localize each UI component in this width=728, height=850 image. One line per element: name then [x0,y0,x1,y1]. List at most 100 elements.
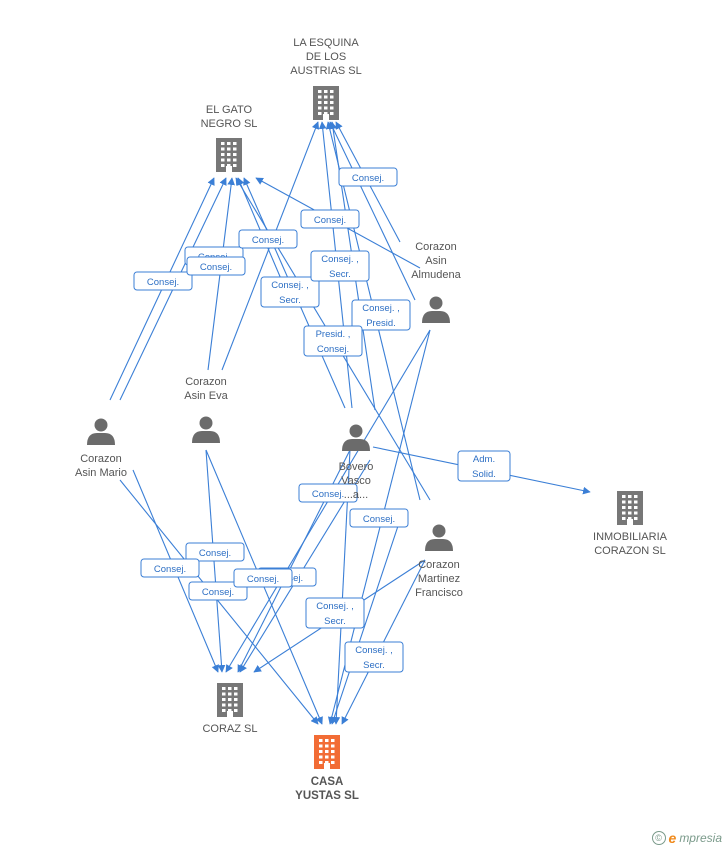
building-window [325,755,329,759]
building-window [228,703,232,707]
person-head [94,418,108,432]
building-window [628,511,632,515]
edge-label-text: Consej. , [271,280,309,291]
node-label-line: Corazon [418,559,460,571]
building-window [331,750,335,753]
building-window [227,147,231,151]
edge-role-label: Consej. [298,483,358,503]
edge-label-box [349,508,409,528]
brand-initial: e [668,830,677,846]
edge-label-box [260,276,320,308]
building-window [325,744,329,748]
node-label-line: Vasco [341,475,371,487]
building-window [325,750,329,753]
building-window [331,739,335,742]
node-label-line: Corazon [185,376,227,388]
node-label-line: Corazon [415,241,457,253]
edge-role-label: Consej. [133,271,193,291]
person-head [199,416,213,430]
copyright-icon: © [651,831,666,845]
building-door [323,114,329,120]
building-window [319,755,323,759]
person-icon [342,424,370,451]
edge-label-box [457,450,511,482]
edge-role-label: Consej. ,Secr. [310,250,370,282]
building-window [330,106,334,110]
building-window [227,142,231,145]
building-window [222,687,226,690]
person-body [87,433,115,445]
edge-label-box [351,299,411,331]
building-window [324,112,328,115]
edge-label-box [305,597,365,629]
node-label-line: Asin Eva [184,390,228,402]
edge-line [119,479,319,725]
building-window [227,164,231,167]
person-icon [192,416,220,443]
building-window [324,90,328,93]
building-door [627,519,633,525]
building-window [319,750,323,753]
node-label-line: Bovero [339,461,374,473]
node-label-line: Asin Mario [75,467,127,479]
edge-role-label: Consej. [188,581,248,601]
building-window [228,687,232,690]
building-window [228,709,232,712]
building-window [227,158,231,162]
building-window [628,506,632,509]
building-window [234,709,238,712]
edge-label-box [298,483,358,503]
edge-label-text: Consej. [312,489,344,500]
building-window [330,112,334,115]
person-body [425,539,453,551]
building-window [331,761,335,764]
node-label-line: Corazon [80,453,122,465]
edge-label-text: Secr. [279,295,301,306]
person-icon [87,418,115,445]
brand-name: mpresia [679,831,722,845]
edge-line [329,121,416,301]
edge-role-label: Consej. ,Secr. [344,641,404,673]
building-icon [313,86,339,120]
edge-role-label: Consej. [300,209,360,229]
edge-labels-layer: Consej.Consej.Consej.Consej.Consej.Conse… [133,167,511,673]
building-window [319,761,323,764]
edge-role-label: Consej. [349,508,409,528]
person-head [349,424,363,438]
building-window [318,95,322,99]
edge-label-box [344,641,404,673]
node-label-line: AUSTRIAS SL [290,65,362,77]
edge-label-text: Consej. [147,277,179,288]
node-label-line: YUSTAS SL [295,790,359,802]
edge-role-label: Consej. [233,568,293,588]
building-window [319,744,323,748]
edge-label-box [186,256,246,276]
edge-role-label: Consej. [238,229,298,249]
node-coraz[interactable]: CORAZ SL [202,683,258,735]
building-window [228,692,232,696]
person-icon [425,524,453,551]
building-window [233,153,237,156]
node-label-line: CORAZON SL [594,545,666,557]
building-window [234,692,238,696]
building-door [227,711,233,717]
edge-label-box [338,167,398,187]
edge-label-text: Consej. , [362,303,400,314]
node-label-line: Asin [425,255,446,267]
building-window [628,500,632,504]
node-bovero[interactable]: BoveroVasco...a... [339,424,374,502]
building-window [325,761,329,764]
building-window [634,517,638,520]
edge-label-text: Consej. [317,344,349,355]
building-window [330,90,334,93]
